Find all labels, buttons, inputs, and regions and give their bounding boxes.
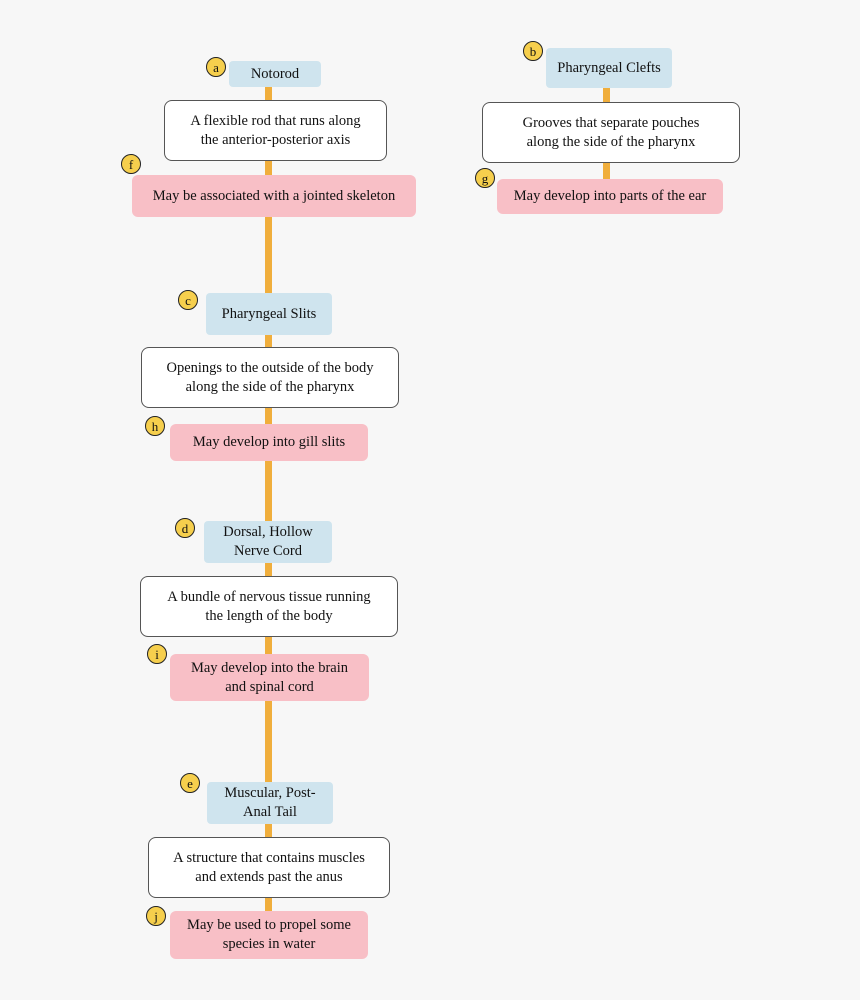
pharyngeal-clefts-description: Grooves that separate pouches along the … — [482, 102, 740, 163]
tail-title: Muscular, Post- Anal Tail — [207, 782, 333, 824]
notochord-description: A flexible rod that runs along the anter… — [164, 100, 387, 161]
main-connector-line — [265, 86, 272, 912]
badge-j: j — [146, 906, 166, 926]
pharyngeal-slits-title: Pharyngeal Slits — [206, 293, 332, 335]
pharyngeal-slits-description: Openings to the outside of the body alon… — [141, 347, 399, 408]
badge-g: g — [475, 168, 495, 188]
badge-c: c — [178, 290, 198, 310]
tail-note: May be used to propel some species in wa… — [170, 911, 368, 959]
tail-description: A structure that contains muscles and ex… — [148, 837, 390, 898]
notochord-title: Notorod — [229, 61, 321, 87]
pharyngeal-clefts-note: May develop into parts of the ear — [497, 179, 723, 214]
pharyngeal-slits-note: May develop into gill slits — [170, 424, 368, 461]
badge-f: f — [121, 154, 141, 174]
badge-d: d — [175, 518, 195, 538]
notochord-note: May be associated with a jointed skeleto… — [132, 175, 416, 217]
badge-b: b — [523, 41, 543, 61]
pharyngeal-clefts-title: Pharyngeal Clefts — [546, 48, 672, 88]
badge-i: i — [147, 644, 167, 664]
nerve-cord-note: May develop into the brain and spinal co… — [170, 654, 369, 701]
nerve-cord-title: Dorsal, Hollow Nerve Cord — [204, 521, 332, 563]
badge-a: a — [206, 57, 226, 77]
badge-e: e — [180, 773, 200, 793]
nerve-cord-description: A bundle of nervous tissue running the l… — [140, 576, 398, 637]
badge-h: h — [145, 416, 165, 436]
